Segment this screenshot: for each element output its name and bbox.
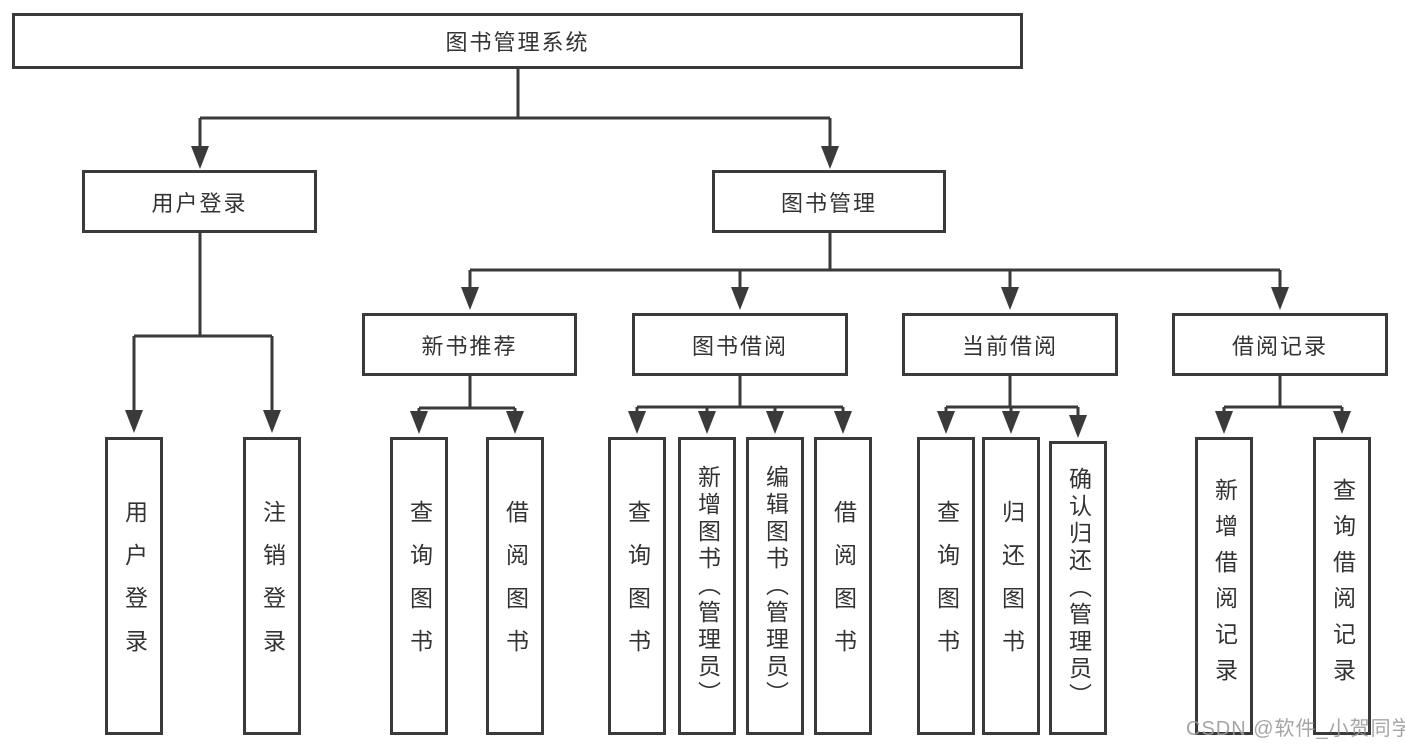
- arrowhead-icon: [937, 411, 955, 434]
- node-label: 查询图书: [624, 500, 651, 672]
- node-label: 图书管理: [780, 190, 877, 216]
- node-library-management-system: 图书管理系统: [12, 13, 1023, 69]
- arrowhead-icon: [1333, 411, 1351, 434]
- leaf-edit-books-admin: 编辑图书（管理员）: [746, 437, 804, 735]
- arrowhead-icon: [731, 287, 749, 310]
- arrowhead-icon: [506, 411, 524, 434]
- leaf-query-books-2: 查询图书: [608, 437, 666, 735]
- node-borrowing-records: 借阅记录: [1172, 313, 1388, 376]
- leaf-query-books-1: 查询图书: [390, 437, 448, 735]
- node-label: 图书管理系统: [445, 30, 590, 55]
- node-user-login-branch: 用户登录: [82, 170, 317, 233]
- arrowhead-icon: [125, 410, 143, 433]
- arrowhead-icon: [628, 411, 646, 434]
- node-label: 借阅图书: [502, 500, 529, 672]
- node-label: 当前借阅: [961, 333, 1058, 359]
- arrowhead-icon: [1215, 411, 1233, 434]
- node-label: 借阅记录: [1231, 333, 1328, 359]
- node-label: 注销登录: [259, 500, 286, 672]
- node-book-management-branch: 图书管理: [712, 170, 946, 233]
- node-label: 借阅图书: [830, 500, 857, 672]
- leaf-add-borrow-record: 新增借阅记录: [1195, 437, 1253, 735]
- arrowhead-icon: [698, 411, 716, 434]
- leaf-logout: 注销登录: [243, 437, 301, 735]
- arrowhead-icon: [766, 411, 784, 434]
- node-label: 新增借阅记录: [1211, 478, 1238, 694]
- node-label: 查询图书: [933, 500, 960, 672]
- arrowhead-icon: [1069, 415, 1087, 438]
- leaf-borrow-books-2: 借阅图书: [814, 437, 872, 735]
- node-label: 编辑图书（管理员）: [762, 464, 789, 708]
- arrowhead-icon: [1002, 411, 1020, 434]
- arrowhead-icon: [821, 146, 839, 169]
- leaf-user-login: 用户登录: [105, 437, 163, 735]
- arrowheads: [125, 146, 1351, 438]
- node-label: 图书借阅: [691, 333, 788, 359]
- leaf-query-borrow-record: 查询借阅记录: [1313, 437, 1371, 735]
- arrowhead-icon: [191, 146, 209, 169]
- leaf-query-books-3: 查询图书: [917, 437, 975, 735]
- node-label: 用户登录: [151, 190, 248, 216]
- node-label: 查询图书: [406, 500, 433, 672]
- node-label: 归还图书: [998, 500, 1025, 672]
- node-current-borrowing: 当前借阅: [902, 313, 1118, 376]
- leaf-borrow-books-1: 借阅图书: [486, 437, 544, 735]
- node-label: 新书推荐: [421, 333, 518, 359]
- leaf-confirm-return-admin: 确认归还（管理员）: [1049, 441, 1107, 735]
- connector-lines: [132, 68, 1344, 416]
- csdn-watermark: CSDN @软件_小贺同学: [1186, 718, 1405, 740]
- arrowhead-icon: [1001, 287, 1019, 310]
- node-new-book-recommendation: 新书推荐: [362, 313, 577, 376]
- leaf-return-books: 归还图书: [982, 437, 1040, 735]
- node-label: 新增图书（管理员）: [694, 464, 721, 708]
- arrowhead-icon: [410, 411, 428, 434]
- node-label: 查询借阅记录: [1329, 478, 1356, 694]
- node-label: 用户登录: [121, 500, 148, 672]
- leaf-add-books-admin: 新增图书（管理员）: [678, 437, 736, 735]
- arrowhead-icon: [263, 410, 281, 433]
- arrowhead-icon: [1271, 287, 1289, 310]
- node-book-borrowing: 图书借阅: [632, 313, 848, 376]
- arrowhead-icon: [834, 411, 852, 434]
- node-label: 确认归还（管理员）: [1065, 466, 1092, 710]
- arrowhead-icon: [461, 287, 479, 310]
